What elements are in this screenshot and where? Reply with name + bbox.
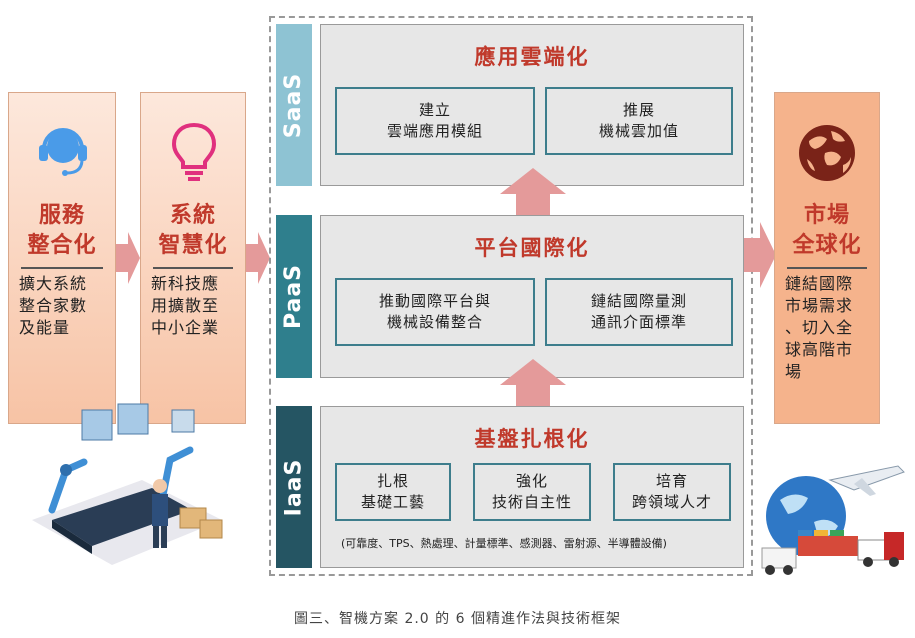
globe-icon <box>799 125 855 181</box>
saas-item: 建立雲端應用模組 <box>335 87 535 155</box>
iaas-box: 基盤扎根化 扎根基礎工藝 強化技術自主性 培育跨領域人才 (可靠度、TPS、熱處… <box>320 406 744 568</box>
up-arrow <box>500 168 566 218</box>
lightbulb-icon <box>171 122 217 181</box>
system-intelligence-panel: 系統 智慧化 新科技應 用擴散至 中小企業 <box>140 92 246 424</box>
iaas-label: IaaS <box>276 406 312 568</box>
panel-title-line2: 全球化 <box>792 233 862 258</box>
panel-text: 鏈結國際 市場需求 、切入全 球高階市 場 <box>785 274 854 381</box>
saas-label: SaaS <box>276 24 312 186</box>
saas-item: 推展機械雲加值 <box>545 87 733 155</box>
up-arrow <box>500 359 566 409</box>
panel-divider <box>153 267 233 269</box>
panel-title-line1: 系統 <box>169 203 216 228</box>
iaas-item: 培育跨領域人才 <box>613 463 731 521</box>
cloud-framework-frame <box>269 16 753 576</box>
panel-text: 擴大系統 整合家數 及能量 <box>19 274 88 337</box>
paas-title: 平台國際化 <box>474 236 590 260</box>
saas-box: 應用雲端化 建立雲端應用模組 推展機械雲加值 <box>320 24 744 186</box>
panel-title-line2: 智慧化 <box>158 233 228 258</box>
paas-label: PaaS <box>276 215 312 378</box>
iaas-title: 基盤扎根化 <box>474 427 590 451</box>
panel-divider <box>787 267 867 269</box>
logistics-illustration <box>761 465 905 575</box>
headset-icon <box>39 128 87 176</box>
paas-item: 推動國際平台與機械設備整合 <box>335 278 535 346</box>
panel-title-line1: 市場 <box>803 203 850 228</box>
iaas-item: 強化技術自主性 <box>473 463 591 521</box>
panel-title-line1: 服務 <box>38 203 85 228</box>
saas-title: 應用雲端化 <box>474 45 590 69</box>
service-integration-panel: 服務 整合化 擴大系統 整合家數 及能量 <box>8 92 116 424</box>
paas-item: 鏈結國際量測通訊介面標準 <box>545 278 733 346</box>
iaas-item: 扎根基礎工藝 <box>335 463 451 521</box>
panel-divider <box>21 267 103 269</box>
flow-arrow <box>744 222 776 288</box>
factory-illustration <box>32 403 223 565</box>
panel-title-line2: 整合化 <box>27 233 97 258</box>
paas-box: 平台國際化 推動國際平台與機械設備整合 鏈結國際量測通訊介面標準 <box>320 215 744 378</box>
figure-caption: 圖三、智機方案 2.0 的 6 個精進作法與技術框架 <box>294 611 621 627</box>
flow-arrow <box>116 232 140 284</box>
iaas-note: (可靠度、TPS、熱處理、計量標準、感測器、雷射源、半導體設備) <box>341 537 667 550</box>
panel-text: 新科技應 用擴散至 中小企業 <box>151 274 220 337</box>
market-globalization-panel: 市場 全球化 鏈結國際 市場需求 、切入全 球高階市 場 <box>774 92 880 424</box>
flow-arrow <box>246 232 270 284</box>
